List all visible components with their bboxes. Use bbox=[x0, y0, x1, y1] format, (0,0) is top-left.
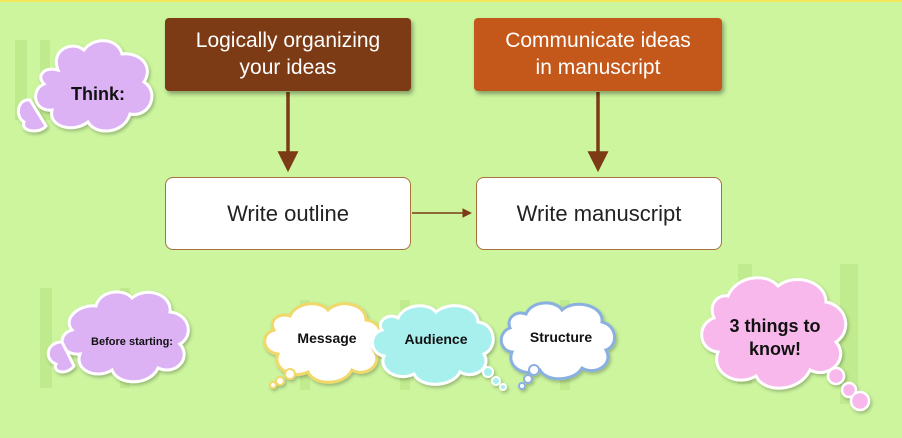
write-manuscript-box: Write manuscript bbox=[476, 177, 722, 250]
write-outline-box: Write outline bbox=[165, 177, 411, 250]
write-manuscript-label: Write manuscript bbox=[516, 200, 682, 226]
flow-arrows bbox=[277, 92, 609, 218]
structure-bubble bbox=[499, 301, 616, 390]
think-bubble bbox=[16, 39, 154, 133]
three-things-label: 3 things to know! bbox=[729, 315, 821, 359]
organize-ideas-label: Logically organizing your ideas bbox=[195, 29, 381, 79]
think-label: Think: bbox=[71, 84, 125, 105]
organize-ideas-box: Logically organizing your ideas bbox=[165, 18, 411, 91]
audience-label: Audience bbox=[404, 330, 468, 347]
before-starting-label: Before starting: bbox=[91, 335, 173, 348]
audience-bubble bbox=[371, 304, 507, 391]
top-border bbox=[0, 0, 902, 2]
three-things-bubble bbox=[700, 276, 871, 412]
before-starting-bubble bbox=[46, 290, 190, 384]
communicate-ideas-label: Communicate ideas in manuscript bbox=[505, 29, 691, 79]
message-label: Message bbox=[297, 329, 357, 346]
message-bubble bbox=[263, 302, 383, 389]
communicate-ideas-box: Communicate ideas in manuscript bbox=[474, 18, 722, 91]
write-outline-label: Write outline bbox=[227, 200, 349, 226]
structure-label: Structure bbox=[529, 328, 593, 345]
